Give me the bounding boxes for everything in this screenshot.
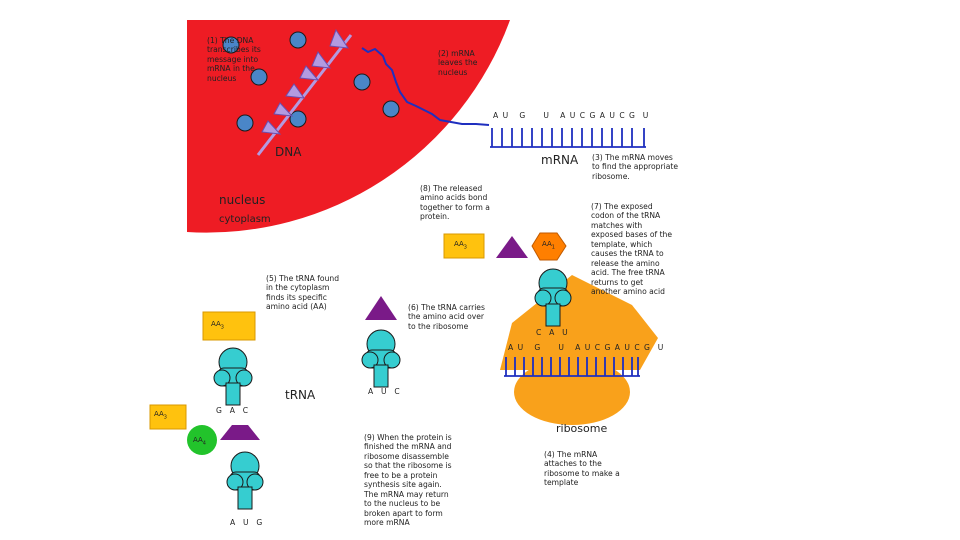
aa-label-green: AA4 <box>193 436 206 447</box>
dna-strand <box>256 34 353 156</box>
nucleotide-dot <box>222 36 240 54</box>
caption-step-5: (5) The tRNA found in the cytoplasm find… <box>266 274 340 312</box>
nucleotide-dot <box>382 100 400 118</box>
caption-step-3: (3) The mRNA moves to find the appropria… <box>592 153 678 181</box>
ribosome-small-subunit <box>514 359 630 425</box>
amino-acid-purple-bottom <box>220 425 260 440</box>
nucleotide-dots <box>222 31 400 132</box>
aa-label-top-yellow: AA3 <box>454 240 467 251</box>
label-trna: tRNA <box>285 388 316 402</box>
label-mrna: mRNA <box>541 153 579 167</box>
amino-acid-left-yellow <box>202 311 256 341</box>
caption-step-1: (1) The DNA transcribes its message into… <box>207 36 261 83</box>
dna-base-triangle <box>285 83 306 99</box>
caption-step-4: (4) The mRNA attaches to the ribosome to… <box>544 450 620 488</box>
mrna-comb-top <box>490 128 646 148</box>
trna-ribosome <box>534 268 572 327</box>
dna-base-triangle <box>311 51 332 69</box>
nucleus-region <box>187 20 510 233</box>
anticodon-bottom: A U G <box>230 518 264 527</box>
label-cytoplasm: cytoplasm <box>219 214 271 225</box>
nucleotide-dot <box>236 114 254 132</box>
amino-acid-purple-top <box>496 236 528 258</box>
trna-middle <box>361 329 401 388</box>
amino-acid-far-left-yellow <box>149 404 187 430</box>
caption-step-2: (2) mRNA leaves the nucleus <box>438 49 478 77</box>
amino-acid-green <box>187 425 217 455</box>
label-nucleus: nucleus <box>219 193 266 207</box>
caption-step-9: (9) When the protein is finished the mRN… <box>364 433 452 528</box>
dna-base-triangle <box>261 120 282 135</box>
nucleotide-dot <box>250 68 268 86</box>
amino-acid-top-yellow <box>443 233 485 259</box>
mrna-sequence-top: A U G U A U C G A U C G U <box>493 111 650 120</box>
mrna-strand-leaving <box>361 47 490 126</box>
anticodon-ribosome: C A U <box>536 328 569 337</box>
nucleotide-dot <box>289 31 307 49</box>
dna-bases <box>261 28 350 135</box>
nucleotide-dot <box>353 73 371 91</box>
anticodon-middle: A U C <box>368 387 401 396</box>
aa-label-left-yellow: AA3 <box>211 320 224 331</box>
caption-step-7: (7) The exposed codon of the tRNA matche… <box>591 202 673 297</box>
amino-acid-orange <box>531 232 567 261</box>
anticodon-left: G A C <box>216 406 250 415</box>
trna-molecules <box>213 268 572 510</box>
dna-base-triangle <box>329 28 350 49</box>
caption-step-8: (8) The released amino acids bond togeth… <box>420 184 490 222</box>
label-dna: DNA <box>275 145 302 159</box>
trna-bottom <box>226 451 264 510</box>
dna-base-triangle <box>273 102 294 117</box>
label-ribosome: ribosome <box>556 422 608 435</box>
trna-left <box>213 347 253 406</box>
caption-step-6: (6) The tRNA carries the amino acid over… <box>408 303 485 331</box>
mrna-comb-ribosome <box>504 357 640 377</box>
dna-base-triangle <box>299 65 320 81</box>
ribosome-large-subunit <box>500 275 658 370</box>
aa-label-far-left-yellow: AA3 <box>154 410 167 421</box>
mrna-sequence-ribosome: A U G U A U C G A U C G U <box>508 343 665 352</box>
aa-label-orange: AA1 <box>542 240 555 251</box>
amino-acid-purple-middle <box>365 296 397 320</box>
nucleotide-dot <box>289 110 307 128</box>
